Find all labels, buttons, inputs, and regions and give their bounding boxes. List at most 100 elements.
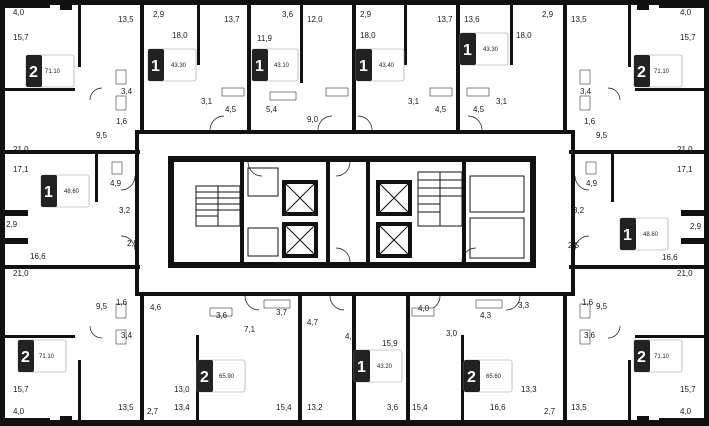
- room-area: 3,6: [387, 403, 399, 412]
- apartment-badge[interactable]: 1 43.10: [251, 48, 299, 82]
- room-area: 3,4: [121, 87, 133, 96]
- badge-area: 43.30: [171, 63, 187, 69]
- room-area: 3,2: [119, 206, 131, 215]
- badge-area: 43.10: [274, 63, 290, 69]
- room-area: 4,7: [307, 318, 319, 327]
- room-area: 18,0: [516, 31, 532, 40]
- room-area: 4,0: [680, 8, 692, 17]
- room-area: 17,1: [677, 165, 693, 174]
- room-area: 2,9: [690, 222, 702, 231]
- room-area: 15,9: [382, 339, 398, 348]
- room-area: 3,1: [201, 97, 213, 106]
- partition-walls: [5, 5, 704, 421]
- elevator-shafts: [282, 180, 412, 258]
- apartment-badge[interactable]: 1 43.20: [353, 349, 403, 383]
- room-area: 13,4: [174, 403, 190, 412]
- room-area: 15,7: [13, 385, 29, 394]
- room-area: 5,4: [266, 105, 278, 114]
- room-area: 4,9: [110, 179, 122, 188]
- room-area: 13,3: [521, 385, 537, 394]
- room-area: 3,1: [496, 97, 508, 106]
- building-core: [168, 156, 536, 268]
- room-area: 3,4: [121, 331, 133, 340]
- room-area: 4,9: [586, 179, 598, 188]
- room-area: 4,5: [225, 105, 237, 114]
- room-area: 16,6: [490, 403, 506, 412]
- room-area: 18,0: [360, 31, 376, 40]
- apartment-badge[interactable]: 2 71.10: [17, 339, 67, 373]
- badge-area: 48.60: [643, 232, 659, 238]
- apartment-badge[interactable]: 1 48.60: [40, 174, 90, 208]
- badge-area: 48.60: [64, 189, 80, 195]
- apartment-badge[interactable]: 1 43.40: [355, 48, 405, 82]
- apartment-badge[interactable]: 1 43.30: [147, 48, 197, 82]
- apartment-badge[interactable]: 2 71.10: [633, 54, 683, 88]
- room-area: 3,6: [216, 311, 228, 320]
- apartment-badges: 2 71.10 1 43.30 1 43.10 1 43.40 1: [17, 32, 683, 393]
- badge-rooms: 2: [637, 349, 646, 366]
- room-area: 3,1: [408, 97, 420, 106]
- room-area: 13,7: [224, 15, 240, 24]
- room-area: 9,5: [96, 131, 108, 140]
- apartment-badge[interactable]: 2 71.10: [25, 54, 75, 88]
- room-area: 4,4: [345, 332, 357, 341]
- room-area: 15,7: [13, 33, 29, 42]
- stair-right: [417, 171, 463, 227]
- stair-left: [195, 185, 241, 227]
- room-area: 4,0: [680, 407, 692, 416]
- room-area: 13,5: [118, 403, 134, 412]
- badge-rooms: 1: [359, 58, 368, 75]
- room-area: 13,5: [571, 15, 587, 24]
- room-area: 4,0: [13, 8, 25, 17]
- room-area: 2,9: [153, 10, 165, 19]
- room-area: 3,3: [518, 301, 530, 310]
- badge-area: 65.90: [219, 374, 235, 380]
- room-area: 4,6: [150, 303, 162, 312]
- room-area: 9,5: [596, 131, 608, 140]
- room-area: 1,6: [116, 298, 128, 307]
- room-area: 1,6: [116, 117, 128, 126]
- badge-rooms: 2: [637, 64, 646, 81]
- room-area: 4,5: [435, 105, 447, 114]
- room-area: 3,7: [276, 308, 288, 317]
- badge-area: 43.20: [377, 364, 393, 370]
- room-area: 17,1: [13, 165, 29, 174]
- room-area: 16,6: [30, 252, 46, 261]
- apartment-badge[interactable]: 2 65.90: [196, 359, 246, 393]
- room-area: 4,0: [418, 304, 430, 313]
- room-area: 2,9: [360, 10, 372, 19]
- room-area: 16,6: [662, 253, 678, 262]
- badge-area: 71.10: [45, 69, 61, 75]
- room-area: 9,5: [596, 302, 608, 311]
- badge-rooms: 2: [29, 64, 38, 81]
- badge-area: 71.10: [654, 69, 670, 75]
- doors: [89, 87, 621, 339]
- badge-rooms: 1: [463, 42, 472, 59]
- apartment-badge[interactable]: 1 43.30: [459, 32, 509, 66]
- room-area-labels: 4,0 13,5 2,9 13,7 3,6 12,0 2,9 13,7 13,6…: [6, 8, 702, 416]
- badge-area: 43.30: [483, 47, 499, 53]
- room-area: 15,7: [680, 385, 696, 394]
- badge-area: 71.10: [39, 354, 55, 360]
- apartment-badge[interactable]: 2 71.10: [633, 339, 683, 373]
- room-area: 1,6: [584, 117, 596, 126]
- badge-rooms: 1: [623, 227, 632, 244]
- room-area: 4,0: [13, 407, 25, 416]
- apartment-badge[interactable]: 2 65.60: [463, 359, 513, 393]
- room-area: 13,5: [571, 403, 587, 412]
- room-area: 4,5: [473, 105, 485, 114]
- room-area: 3,6: [584, 331, 596, 340]
- room-area: 3,6: [282, 10, 294, 19]
- room-area: 21,0: [677, 145, 693, 154]
- room-area: 15,7: [680, 33, 696, 42]
- room-area: 13,5: [118, 15, 134, 24]
- badge-area: 43.40: [379, 63, 395, 69]
- room-area: 2,5: [568, 241, 580, 250]
- bathroom-fixtures: [111, 69, 597, 345]
- apartment-badge[interactable]: 1 48.60: [619, 217, 669, 251]
- room-area: 1,6: [582, 298, 594, 307]
- room-area: 3,0: [446, 329, 458, 338]
- room-area: 12,0: [307, 15, 323, 24]
